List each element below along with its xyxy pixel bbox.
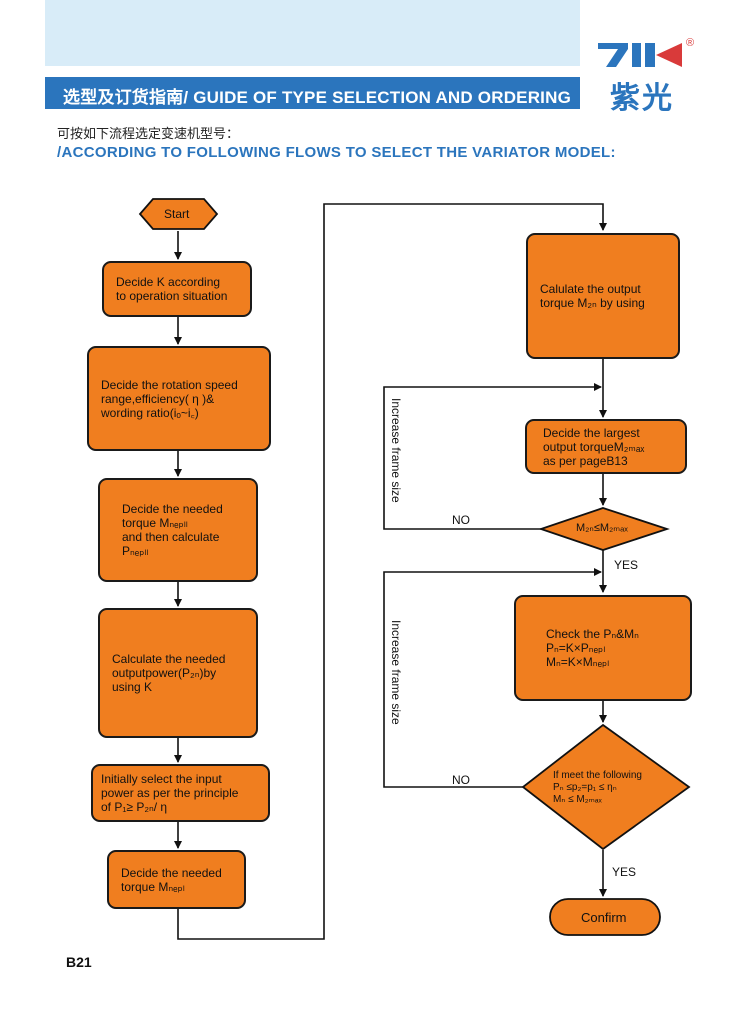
brand-logo: ® 紫光: [598, 37, 702, 116]
intro-chinese: 可按如下流程选定变速机型号：: [57, 126, 240, 141]
step-output-power: Calculate the needed outputpower(P₂ₙ)by …: [98, 608, 258, 738]
yes-label-1: YES: [614, 558, 639, 572]
start-label: Start: [164, 207, 190, 221]
step-needed-torque-final: Decide the needed torque Mₙₑₚₗ: [107, 850, 246, 909]
decision-torque: [538, 507, 670, 551]
loop-label-2: Increase frame size: [389, 620, 403, 725]
page-title: 选型及订货指南/ GUIDE OF TYPE SELECTION AND ORD…: [63, 88, 572, 107]
step-decide-speed: Decide the rotation speed range,efficien…: [87, 346, 271, 451]
step-check-pn-mn: Check the Pₙ&Mₙ Pₙ=K×Pₙₑₚₗ Mₙ=K×Mₙₑₚₗ: [514, 595, 692, 701]
yes-label-2: YES: [612, 865, 637, 879]
step-decide-k: Decide K according to operation situatio…: [102, 261, 252, 317]
page-number: B21: [66, 954, 92, 970]
confirm-terminal: [549, 898, 661, 936]
decision-check: [521, 723, 691, 851]
logo-mark-icon: [598, 43, 682, 67]
step-needed-torque: Decide the needed torque Mₙₑₚₗₗ and then…: [98, 478, 258, 582]
header-band: [45, 0, 580, 66]
step-select-input-power: Initially select the input power as per …: [91, 764, 270, 822]
title-bar: 选型及订货指南/ GUIDE OF TYPE SELECTION AND ORD…: [45, 77, 580, 109]
no-label-1: NO: [452, 513, 470, 527]
loop-label-1: Increase frame size: [389, 398, 403, 503]
step-largest-torque: Decide the largest output torqueM₂ₘₐₓ as…: [525, 419, 687, 474]
confirm-label: Confirm: [581, 910, 627, 925]
intro-english: /ACCORDING TO FOLLOWING FLOWS TO SELECT …: [57, 144, 616, 161]
step-calc-output-torque: Calulate the output torque M₂ₙ by using: [526, 233, 680, 359]
decision-torque-text: M₂ₙ≤M₂ₘₐₓ: [576, 522, 628, 534]
registered-mark: ®: [686, 37, 695, 49]
start-terminal: [138, 198, 219, 230]
no-label-2: NO: [452, 773, 470, 787]
brand-name-cn: 紫光: [610, 81, 674, 116]
decision-check-text: If meet the following Pₙ ≤p₂=p₁ ≤ ηₙ Mₙ …: [553, 770, 642, 805]
